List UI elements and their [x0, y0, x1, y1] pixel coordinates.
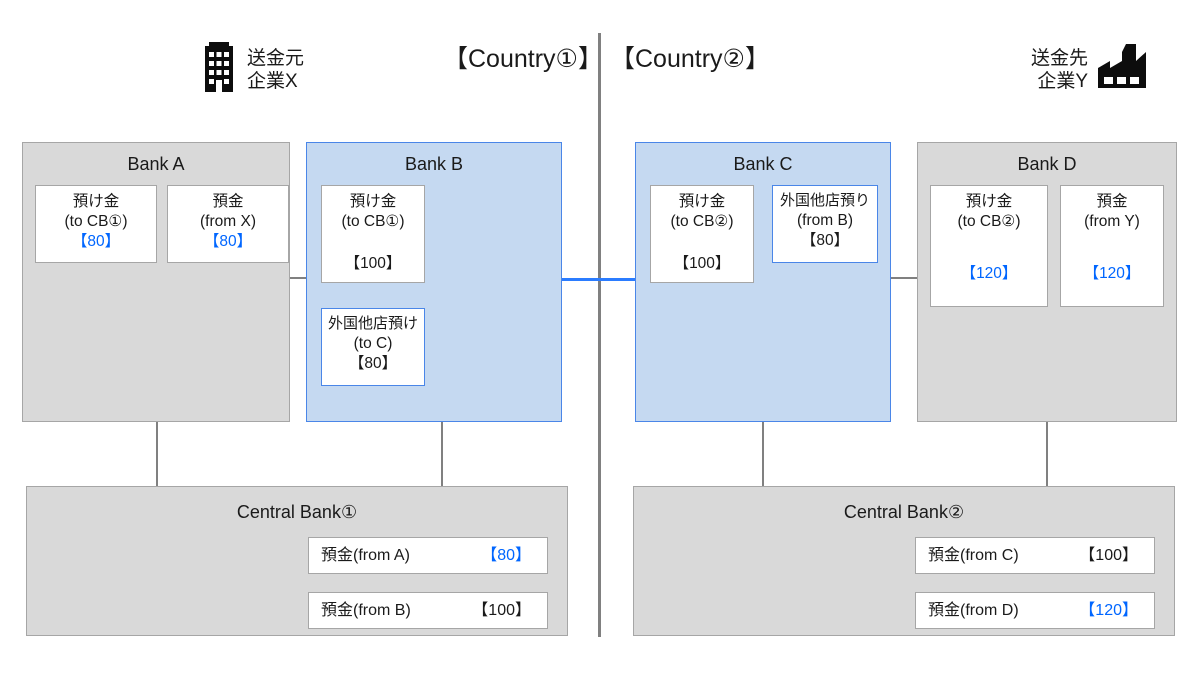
cb2-deposit-from-c-row[interactable]: 預金(from C) 【100】	[915, 537, 1155, 574]
bank-d-due-from-cb2-box[interactable]: 預け金 (to CB②) 【120】	[930, 185, 1048, 307]
bank-b-box[interactable]: Bank B 預け金 (to CB①) 【100】 外国他店預け (to C) …	[306, 142, 562, 422]
bank-a-deposit-from-x-amount: 【80】	[203, 233, 253, 250]
bank-a-deposit-from-x-box[interactable]: 預金 (from X) 【80】	[167, 185, 289, 263]
sender-label: 送金元 企業X	[247, 48, 305, 92]
country-1-label: 【Country①】	[443, 45, 603, 73]
central-bank-2-box[interactable]: Central Bank② 預金(from C) 【100】 預金(from D…	[633, 486, 1175, 636]
cb2-deposit-from-d-name: 預金(from D)	[928, 601, 1019, 619]
bank-d-deposit-from-y-line1: 預金	[1096, 193, 1128, 210]
bank-a-due-from-cb1-box[interactable]: 預け金 (to CB①) 【80】	[35, 185, 157, 263]
bank-b-due-from-cb1-box[interactable]: 預け金 (to CB①) 【100】	[321, 185, 425, 283]
cb1-deposit-from-a-name: 預金(from A)	[321, 546, 410, 564]
bank-a-deposit-from-x-line1: 預金	[212, 193, 244, 210]
bank-b-due-to-foreign-c-line1: 外国他店預け	[327, 315, 418, 332]
bank-c-due-from-foreign-b-box[interactable]: 外国他店預り (from B) 【80】	[772, 185, 878, 263]
bank-b-due-from-cb1-line1: 預け金	[349, 193, 397, 210]
bank-a-title: Bank A	[127, 154, 185, 174]
connector-bank-a-to-bank-b	[280, 277, 307, 279]
bank-d-deposit-from-y-box[interactable]: 預金 (from Y) 【120】	[1060, 185, 1164, 307]
bank-d-box[interactable]: Bank D 預け金 (to CB②) 【120】 預金 (from Y) 【1…	[917, 142, 1177, 422]
bank-c-due-from-foreign-b-line1: 外国他店預り	[779, 192, 870, 209]
central-bank-2-title: Central Bank②	[843, 502, 965, 522]
cb1-deposit-from-b-amount: 【100】	[472, 601, 531, 619]
bank-b-due-from-cb1-line2: (to CB①)	[341, 213, 405, 230]
country-2-label: 【Country②】	[610, 45, 770, 73]
cb1-deposit-from-a-amount: 【80】	[481, 546, 531, 564]
cb1-deposit-from-b-row[interactable]: 預金(from B) 【100】	[308, 592, 548, 629]
bank-d-deposit-from-y-line2: (from Y)	[1084, 213, 1140, 230]
bank-c-due-from-cb2-line2: (to CB②)	[670, 213, 734, 230]
bank-b-due-to-foreign-c-box[interactable]: 外国他店預け (to C) 【80】	[321, 308, 425, 386]
cb2-deposit-from-d-amount: 【120】	[1079, 601, 1138, 619]
receiver-label: 送金先 企業Y	[1030, 48, 1088, 92]
central-bank-1-box[interactable]: Central Bank① 預金(from A) 【80】 預金(from B)…	[26, 486, 568, 636]
cb2-deposit-from-c-name: 預金(from C)	[928, 546, 1019, 564]
connector-bank-d-to-cb2	[1046, 421, 1048, 486]
bank-a-deposit-from-x-line2: (from X)	[200, 213, 256, 230]
connector-bank-c-to-cb2	[762, 421, 764, 486]
bank-c-due-from-cb2-amount: 【100】	[673, 255, 731, 272]
sender-building-icon	[199, 42, 239, 94]
bank-d-due-from-cb2-amount: 【120】	[960, 265, 1018, 282]
country-divider	[598, 33, 601, 637]
receiver-factory-icon	[1093, 44, 1148, 92]
connector-bank-a-to-cb1	[156, 421, 158, 486]
bank-d-due-from-cb2-line1: 預け金	[965, 193, 1013, 210]
bank-d-deposit-from-y-amount: 【120】	[1083, 265, 1141, 282]
cb1-deposit-from-b-name: 預金(from B)	[321, 601, 411, 619]
bank-c-due-from-cb2-box[interactable]: 預け金 (to CB②) 【100】	[650, 185, 754, 283]
bank-b-due-to-foreign-c-line2: (to C)	[353, 335, 393, 352]
bank-b-title: Bank B	[404, 154, 464, 174]
bank-c-due-from-cb2-line1: 預け金	[678, 193, 726, 210]
bank-c-due-from-foreign-b-line2: (from B)	[797, 212, 853, 229]
bank-b-due-from-cb1-amount: 【100】	[344, 255, 402, 272]
bank-a-due-from-cb1-amount: 【80】	[71, 233, 121, 250]
bank-a-due-from-cb1-line1: 預け金	[72, 193, 120, 210]
connector-bank-b-to-bank-c	[562, 278, 638, 281]
cb2-deposit-from-c-amount: 【100】	[1079, 546, 1138, 564]
connector-bank-b-to-cb1	[441, 421, 443, 486]
bank-b-due-to-foreign-c-amount: 【80】	[348, 355, 398, 372]
bank-c-box[interactable]: Bank C 預け金 (to CB②) 【100】 外国他店預り (from B…	[635, 142, 891, 422]
central-bank-1-title: Central Bank①	[236, 502, 358, 522]
bank-c-title: Bank C	[733, 154, 793, 174]
bank-c-due-from-foreign-b-amount: 【80】	[800, 232, 850, 249]
cb2-deposit-from-d-row[interactable]: 預金(from D) 【120】	[915, 592, 1155, 629]
bank-d-title: Bank D	[1017, 154, 1077, 174]
bank-a-due-from-cb1-line2: (to CB①)	[64, 213, 128, 230]
bank-d-due-from-cb2-line2: (to CB②)	[957, 213, 1021, 230]
connector-bank-c-to-bank-d	[890, 277, 917, 279]
cb1-deposit-from-a-row[interactable]: 預金(from A) 【80】	[308, 537, 548, 574]
bank-a-box[interactable]: Bank A 預け金 (to CB①) 【80】 預金 (from X) 【80…	[22, 142, 290, 422]
